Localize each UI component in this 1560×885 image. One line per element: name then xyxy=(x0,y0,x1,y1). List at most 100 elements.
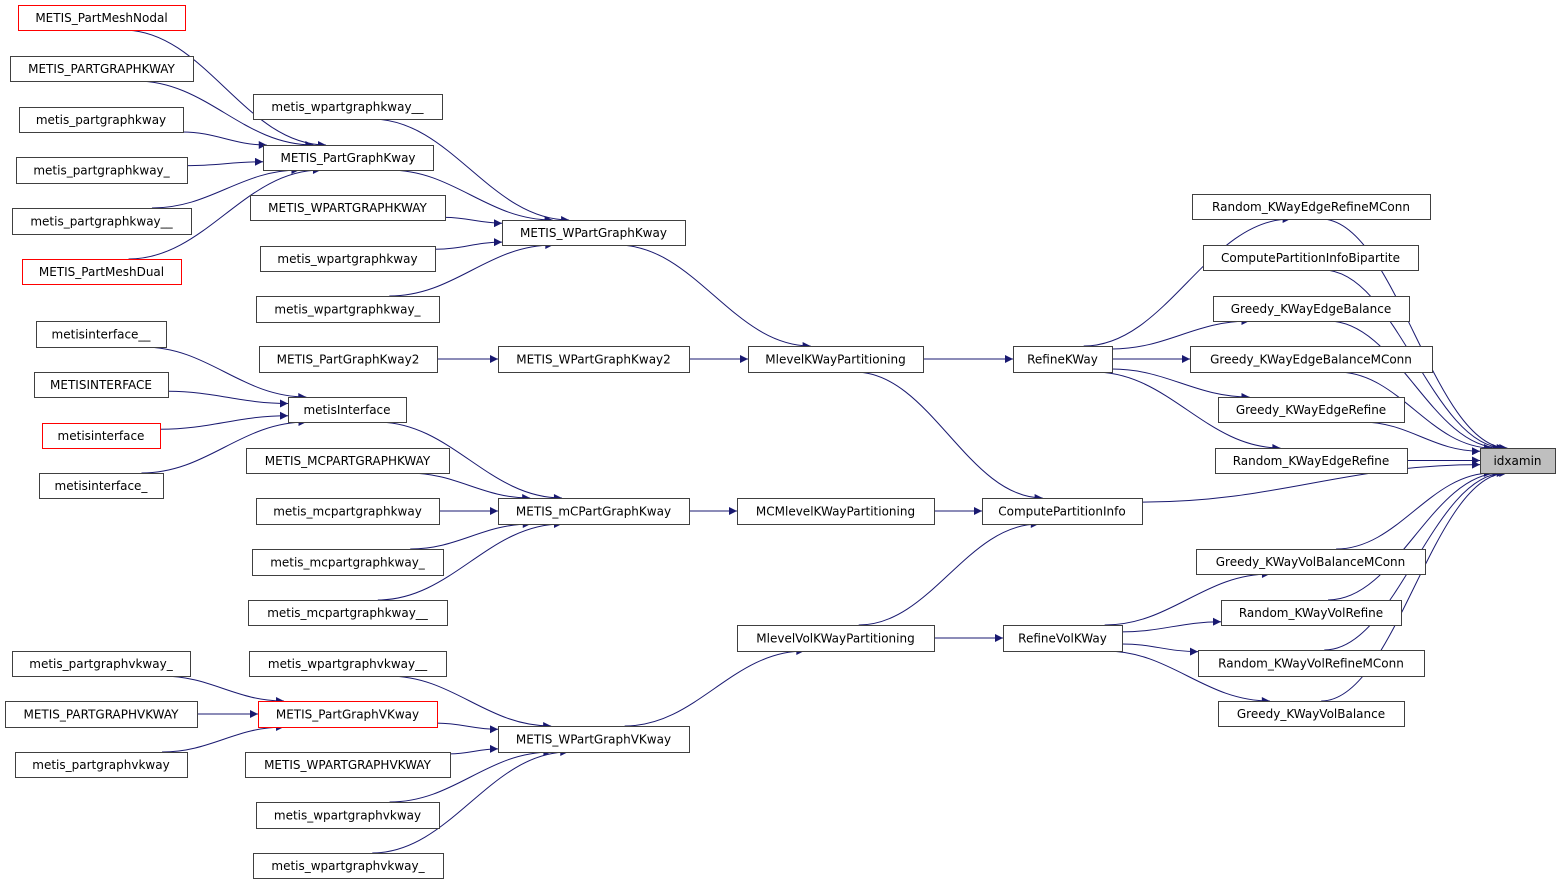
node-label: Random_KWayEdgeRefineMConn xyxy=(1212,200,1410,214)
node-metis-partgraphkway[interactable]: metis_partgraphkway_ xyxy=(16,157,188,184)
node-box xyxy=(10,56,194,82)
node-box xyxy=(1480,448,1556,474)
node-label: Greedy_KWayEdgeRefine xyxy=(1236,403,1386,417)
node-metis-wpartgraphkway[interactable]: METIS_WPARTGRAPHKWAY xyxy=(250,195,446,221)
node-mlevelkwaypartitioning[interactable]: MlevelKWayPartitioning xyxy=(748,346,924,373)
call-edge-metisinterface-to-metis-mcpartgraphkway xyxy=(377,421,562,502)
node-metis-partmeshdual[interactable]: METIS_PartMeshDual xyxy=(22,259,182,285)
node-metis-partgraphvkway[interactable]: metis_partgraphvkway xyxy=(15,752,188,778)
node-box xyxy=(1215,448,1408,474)
node-box xyxy=(246,448,450,474)
node-label: metis_partgraphvkway xyxy=(32,758,169,772)
node-metis-mcpartgraphkway[interactable]: metis_mcpartgraphkway_ xyxy=(252,549,444,576)
node-metis-wpartgraphkway[interactable]: METIS_WPartGraphKway xyxy=(502,220,686,246)
node-metis-wpartgraphkway[interactable]: metis_wpartgraphkway_ xyxy=(256,296,440,323)
node-box xyxy=(252,549,444,576)
node-greedy-kwayvolbalancemconn[interactable]: Greedy_KWayVolBalanceMConn xyxy=(1196,549,1426,575)
node-label: Greedy_KWayEdgeBalanceMConn xyxy=(1210,353,1412,367)
node-box xyxy=(737,498,935,525)
call-edge-metis-partgraphkway-to-metis-wpartgraphkway xyxy=(388,169,553,224)
node-label: metis_wpartgraphkway_ xyxy=(274,303,421,317)
node-metis-partgraphvkway[interactable]: METIS_PARTGRAPHVKWAY xyxy=(5,701,198,728)
node-refinekway[interactable]: RefineKWay xyxy=(1013,346,1113,373)
node-metis-wpartgraphvkway[interactable]: metis_wpartgraphvkway xyxy=(256,802,440,829)
call-edge-metis-partgraphvkway-to-metis-wpartgraphvkway xyxy=(436,722,499,734)
node-box xyxy=(982,498,1143,525)
node-metis-partgraphvkway[interactable]: METIS_PartGraphVKway xyxy=(258,701,438,728)
node-metisinterface[interactable]: metisinterface_ xyxy=(39,473,164,499)
call-edge-metis-wpartgraphvkway-to-metis-wpartgraphvkway xyxy=(372,748,569,854)
node-metis-wpartgraphvkway[interactable]: METIS_WPartGraphVKway xyxy=(498,726,690,753)
call-edge-refinekway-to-greedy-kwayedgerefine xyxy=(1111,368,1250,401)
node-label: metis_wpartgraphvkway xyxy=(274,809,421,823)
node-label: METIS_PartGraphVKway xyxy=(276,708,419,722)
node-random-kwayvolrefinemconn[interactable]: Random_KWayVolRefineMConn xyxy=(1198,650,1425,677)
node-metisinterface[interactable]: METISINTERFACE xyxy=(34,372,169,398)
node-random-kwayedgerefine[interactable]: Random_KWayEdgeRefine xyxy=(1215,448,1408,474)
node-greedy-kwayedgebalance[interactable]: Greedy_KWayEdgeBalance xyxy=(1213,296,1410,322)
node-greedy-kwayedgerefine[interactable]: Greedy_KWayEdgeRefine xyxy=(1218,397,1405,423)
call-edge-metis-partgraphkway-to-metis-partgraphkway xyxy=(182,131,267,149)
node-metisinterface[interactable]: metisInterface xyxy=(288,397,407,423)
node-metisinterface[interactable]: metisinterface xyxy=(42,423,161,449)
node-label: METIS_PARTGRAPHVKWAY xyxy=(24,708,180,722)
node-box xyxy=(1213,296,1410,322)
node-metis-partgraphkway[interactable]: metis_partgraphkway__ xyxy=(12,208,192,235)
node-metis-wpartgraphkway[interactable]: metis_wpartgraphkway__ xyxy=(253,94,443,120)
node-label: METIS_mCPartGraphKway xyxy=(516,505,671,519)
node-label: metis_mcpartgraphkway_ xyxy=(270,556,426,570)
node-metis-wpartgraphvkway[interactable]: metis_wpartgraphvkway__ xyxy=(249,651,447,677)
node-box xyxy=(250,195,446,221)
call-edge-metis-mcpartgraphkway-to-metis-mcpartgraphkway xyxy=(410,520,531,550)
node-greedy-kwayedgebalancemconn[interactable]: Greedy_KWayEdgeBalanceMConn xyxy=(1190,346,1433,373)
node-box xyxy=(1203,245,1419,271)
call-edge-metis-wpartgraphkway-to-metis-wpartgraphkway xyxy=(444,216,503,228)
node-metis-mcpartgraphkway[interactable]: metis_mcpartgraphkway__ xyxy=(248,600,448,626)
node-label: METIS_WPARTGRAPHVKWAY xyxy=(264,758,432,772)
node-metis-wpartgraphvkway[interactable]: METIS_WPARTGRAPHVKWAY xyxy=(245,752,451,778)
node-box xyxy=(39,473,164,499)
node-box xyxy=(1198,650,1425,677)
node-greedy-kwayvolbalance[interactable]: Greedy_KWayVolBalance xyxy=(1218,701,1405,727)
call-edge-refinevolkway-to-random-kwayvolrefine xyxy=(1121,617,1222,633)
node-box xyxy=(5,701,198,728)
node-label: metisinterface__ xyxy=(52,328,152,342)
node-box xyxy=(288,397,407,423)
node-metis-partgraphvkway[interactable]: metis_partgraphvkway_ xyxy=(12,651,191,677)
node-box xyxy=(498,346,690,373)
node-computepartitioninfobipartite[interactable]: ComputePartitionInfoBipartite xyxy=(1203,245,1419,271)
node-label: ComputePartitionInfo xyxy=(998,505,1125,519)
call-edge-computepartitioninfo-to-idxamin xyxy=(1141,460,1481,503)
node-metis-partgraphkway[interactable]: METIS_PartGraphKway xyxy=(263,145,434,171)
node-random-kwayedgerefinemconn[interactable]: Random_KWayEdgeRefineMConn xyxy=(1192,194,1431,220)
call-edge-metis-mcpartgraphkway-to-metis-mcpartgraphkway xyxy=(377,520,562,601)
node-metis-partgraphkway[interactable]: metis_partgraphkway xyxy=(19,107,184,133)
call-edge-metis-partgraphkway-to-metis-partgraphkway xyxy=(186,157,264,167)
node-metis-wpartgraphvkway[interactable]: metis_wpartgraphvkway_ xyxy=(253,853,444,879)
node-metis-mcpartgraphkway[interactable]: metis_mcpartgraphkway xyxy=(256,498,440,525)
node-metis-wpartgraphkway[interactable]: metis_wpartgraphkway xyxy=(260,246,436,272)
node-idxamin[interactable]: idxamin xyxy=(1480,448,1556,474)
node-box xyxy=(253,853,444,879)
node-box xyxy=(259,346,438,373)
node-refinevolkway[interactable]: RefineVolKWay xyxy=(1003,625,1123,652)
node-computepartitioninfo[interactable]: ComputePartitionInfo xyxy=(982,498,1143,525)
node-metis-wpartgraphkway2[interactable]: METIS_WPartGraphKway2 xyxy=(498,346,690,373)
node-metis-partgraphkway[interactable]: METIS_PARTGRAPHKWAY xyxy=(10,56,194,82)
node-box xyxy=(1218,701,1405,727)
call-edge-metis-wpartgraphkway-to-metis-wpartgraphkway xyxy=(389,241,554,297)
node-metis-partmeshnodal[interactable]: METIS_PartMeshNodal xyxy=(18,5,186,31)
node-metis-mcpartgraphkway[interactable]: METIS_MCPARTGRAPHKWAY xyxy=(246,448,450,474)
node-metis-mcpartgraphkway[interactable]: METIS_mCPartGraphKway xyxy=(498,498,690,525)
node-label: metis_partgraphkway xyxy=(36,113,166,127)
node-label: metis_wpartgraphvkway_ xyxy=(271,859,425,873)
node-random-kwayvolrefine[interactable]: Random_KWayVolRefine xyxy=(1221,600,1402,626)
call-edge-random-kwayvolrefine-to-idxamin xyxy=(1327,469,1501,601)
node-box xyxy=(12,208,192,235)
node-metisinterface[interactable]: metisinterface__ xyxy=(36,321,167,348)
node-mlevelvolkwaypartitioning[interactable]: MlevelVolKWayPartitioning xyxy=(737,625,935,652)
node-metis-partgraphkway2[interactable]: METIS_PartGraphKway2 xyxy=(259,346,438,373)
node-mcmlevelkwaypartitioning[interactable]: MCMlevelKWayPartitioning xyxy=(737,498,935,525)
call-edge-metis-wpartgraphvkway-to-mlevelvolkwaypartitioning xyxy=(624,647,805,727)
call-edge-refinekway-to-random-kwayedgerefinemconn xyxy=(1083,215,1291,347)
